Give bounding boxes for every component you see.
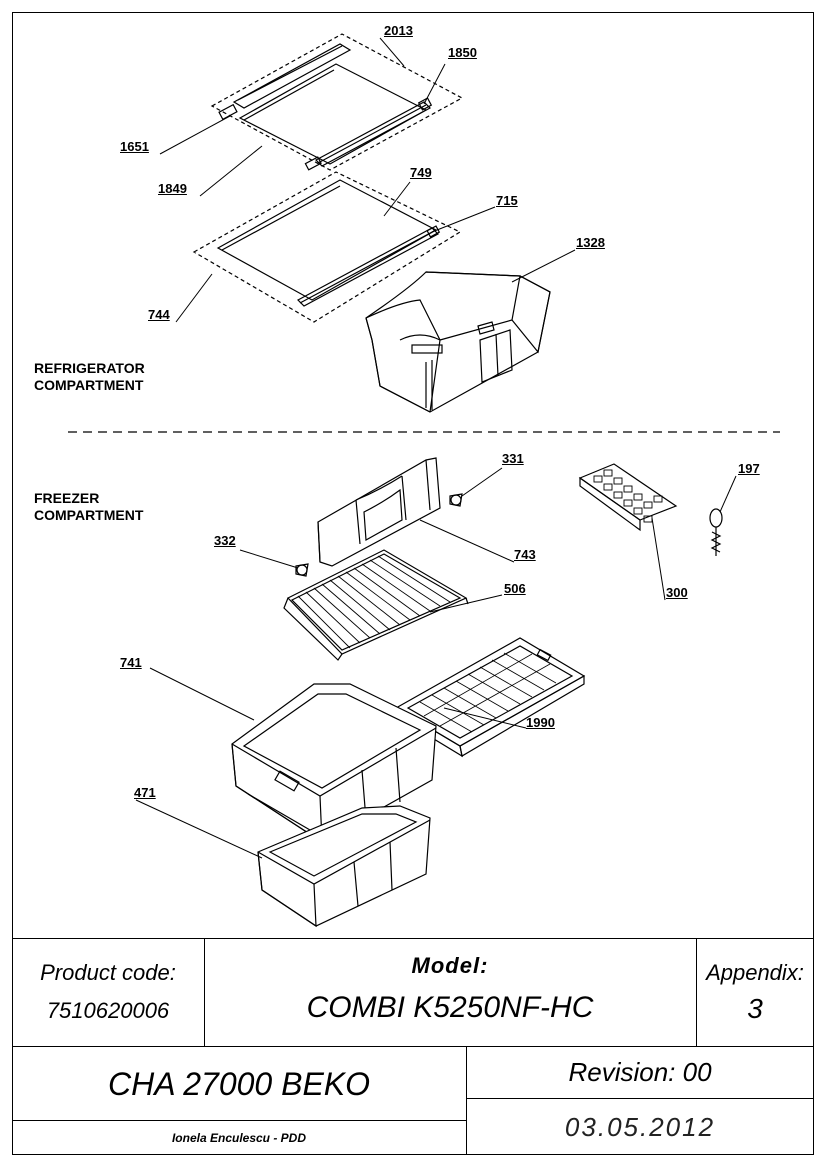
part-1850-rail: [232, 43, 352, 109]
part-332-hinge: [295, 563, 309, 577]
revision-text: Revision: 00: [568, 1056, 712, 1087]
part-label-744: 744: [148, 307, 170, 322]
part-1849-glass: [238, 63, 428, 165]
title-block-divider: [696, 938, 697, 1046]
part-label-743: 743: [514, 547, 536, 562]
catalog-name: CHA 27000 BEKO: [107, 1065, 371, 1102]
part-label-741: 741: [120, 655, 142, 670]
freezer-compartment-label: FREEZER COMPARTMENT: [34, 490, 143, 524]
assembly-744-outline: [192, 171, 462, 323]
freezer-label-line1: FREEZER: [34, 490, 100, 506]
title-block-divider: [204, 938, 205, 1046]
part-label-332: 332: [214, 533, 236, 548]
part-506-wire-shelf: [283, 549, 469, 661]
author-name: Ionela Enculescu - PDD: [171, 1131, 307, 1145]
title-block-divider: [466, 1098, 814, 1099]
title-block-divider: [12, 1120, 466, 1121]
part-1990-tray: [394, 637, 586, 758]
part-label-197: 197: [738, 461, 760, 476]
revision-date: 03.05.2012: [564, 1111, 716, 1142]
part-label-1849: 1849: [158, 181, 187, 196]
part-label-506: 506: [504, 581, 526, 596]
product-code-cell: Product code: 7510620006: [12, 944, 204, 1040]
part-749-glass: [216, 179, 438, 301]
refrigerator-label-line1: REFRIGERATOR: [34, 360, 145, 376]
part-741-drawer: [231, 683, 437, 844]
part-label-471: 471: [134, 785, 156, 800]
part-label-1990: 1990: [526, 715, 555, 730]
part-label-749: 749: [410, 165, 432, 180]
appendix-value: 3: [747, 993, 763, 1024]
part-197-scraper: [709, 508, 723, 556]
part-471-drawer: [257, 805, 431, 928]
part-label-1651: 1651: [120, 139, 149, 154]
part-300-ice-tray: [578, 463, 678, 532]
part-743-flap: [317, 457, 441, 567]
part-label-331: 331: [502, 451, 524, 466]
part-label-715: 715: [496, 193, 518, 208]
appendix-cell: Appendix: 3: [696, 944, 814, 1040]
part-331-hinge: [449, 493, 463, 507]
part-label-300: 300: [666, 585, 688, 600]
freezer-label-line2: COMPARTMENT: [34, 507, 144, 523]
refrigerator-compartment-label: REFRIGERATOR COMPARTMENT: [34, 360, 145, 394]
title-block-divider: [12, 1046, 814, 1047]
part-label-2013: 2013: [384, 23, 413, 38]
model-value: COMBI K5250NF-HC: [306, 991, 594, 1024]
assembly-2013-outline: [210, 33, 464, 171]
part-715-rail: [297, 227, 439, 307]
part-label-1328: 1328: [576, 235, 605, 250]
appendix-label: Appendix:: [706, 960, 804, 985]
title-block-divider: [466, 1046, 467, 1155]
product-code-value: 7510620006: [46, 998, 170, 1023]
refrigerator-label-line2: COMPARTMENT: [34, 377, 144, 393]
model-cell: Model: COMBI K5250NF-HC: [204, 942, 696, 1042]
product-code-label: Product code:: [40, 960, 176, 985]
model-label: Model:: [411, 953, 489, 978]
part-1328-drawer: [365, 271, 551, 413]
part-label-1850: 1850: [448, 45, 477, 60]
